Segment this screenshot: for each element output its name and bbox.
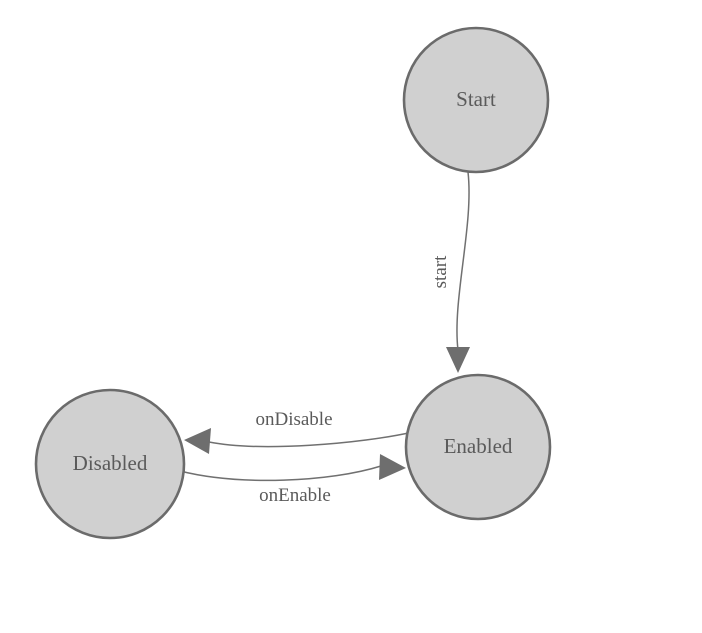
- edge-disabled-to-enabled[interactable]: onEnable: [179, 454, 406, 506]
- state-node-start-label: Start: [456, 87, 496, 111]
- state-node-start[interactable]: Start: [402, 26, 550, 174]
- state-node-disabled[interactable]: Disabled: [34, 388, 186, 540]
- edge-enabled-to-disabled-arrowhead: [184, 428, 211, 454]
- edge-enabled-to-disabled-line: [208, 431, 414, 448]
- state-node-disabled-label: Disabled: [73, 451, 148, 475]
- state-node-enabled-shape[interactable]: [404, 373, 552, 521]
- state-node-enabled-label: Enabled: [444, 434, 513, 458]
- edge-disabled-to-enabled-line: [179, 465, 382, 482]
- edge-disabled-to-enabled-arrowhead: [379, 454, 406, 480]
- state-node-disabled-shape[interactable]: [34, 388, 186, 540]
- edge-start-to-enabled[interactable]: start: [430, 171, 470, 373]
- edge-enabled-to-disabled[interactable]: onDisable: [184, 409, 414, 454]
- state-node-start-shape[interactable]: [402, 26, 550, 174]
- edge-start-to-enabled-line: [456, 171, 470, 351]
- edge-label-start: start: [430, 255, 451, 288]
- edge-label-ondisable: onDisable: [255, 409, 332, 430]
- edge-label-onenable: onEnable: [259, 485, 331, 506]
- edge-start-to-enabled-arrowhead: [446, 347, 470, 373]
- state-node-enabled[interactable]: Enabled: [404, 373, 552, 521]
